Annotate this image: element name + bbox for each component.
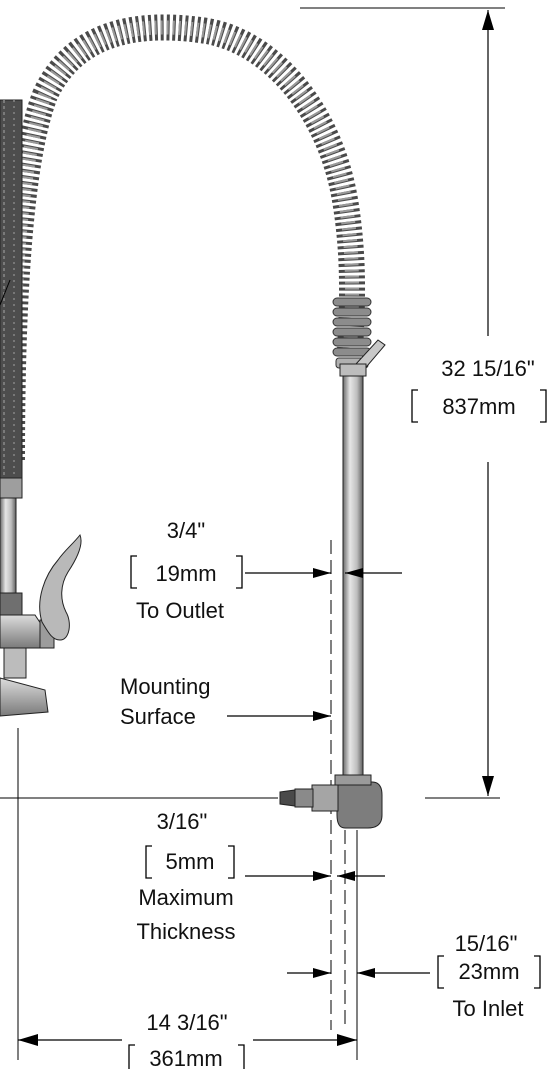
inlet-note: To Inlet: [453, 996, 524, 1021]
inlet-elbow: [336, 781, 383, 829]
outlet-imperial: 3/4": [167, 518, 205, 543]
spring-base-coils: [332, 297, 372, 369]
outlet-metric: 19mm: [155, 561, 216, 586]
mounting-line2: Surface: [120, 704, 196, 729]
reference-lines: [0, 7, 505, 1060]
spray-valve: [0, 477, 82, 717]
outlet-dimension: 3/4" 19mm To Outlet: [130, 518, 402, 623]
faucet-illustration: [0, 14, 386, 829]
inlet-dimension: 15/16" 23mm To Inlet: [287, 931, 541, 1021]
inlet-imperial: 15/16": [455, 931, 518, 956]
thickness-note2: Thickness: [136, 919, 235, 944]
thickness-dimension: 3/16" 5mm Maximum Thickness: [136, 809, 385, 944]
reach-dimension: 14 3/16" 361mm: [18, 1010, 357, 1069]
outlet-note: To Outlet: [136, 598, 224, 623]
spring-coil: [0, 14, 366, 461]
thickness-note1: Maximum: [138, 885, 233, 910]
riser-pipe: [342, 367, 364, 789]
valve-handle: [39, 534, 82, 641]
thickness-metric: 5mm: [166, 849, 215, 874]
mounting-surface-callout: Mounting Surface: [120, 674, 331, 729]
mounting-line1: Mounting: [120, 674, 211, 699]
thickness-imperial: 3/16": [157, 809, 208, 834]
height-imperial: 32 15/16": [441, 356, 534, 381]
reach-metric: 361mm: [149, 1046, 222, 1069]
inlet-fitting: [279, 784, 339, 812]
inlet-metric: 23mm: [458, 959, 519, 984]
height-dimension: 32 15/16" 837mm: [411, 10, 547, 796]
reach-imperial: 14 3/16": [146, 1010, 227, 1035]
height-metric: 837mm: [442, 394, 515, 419]
